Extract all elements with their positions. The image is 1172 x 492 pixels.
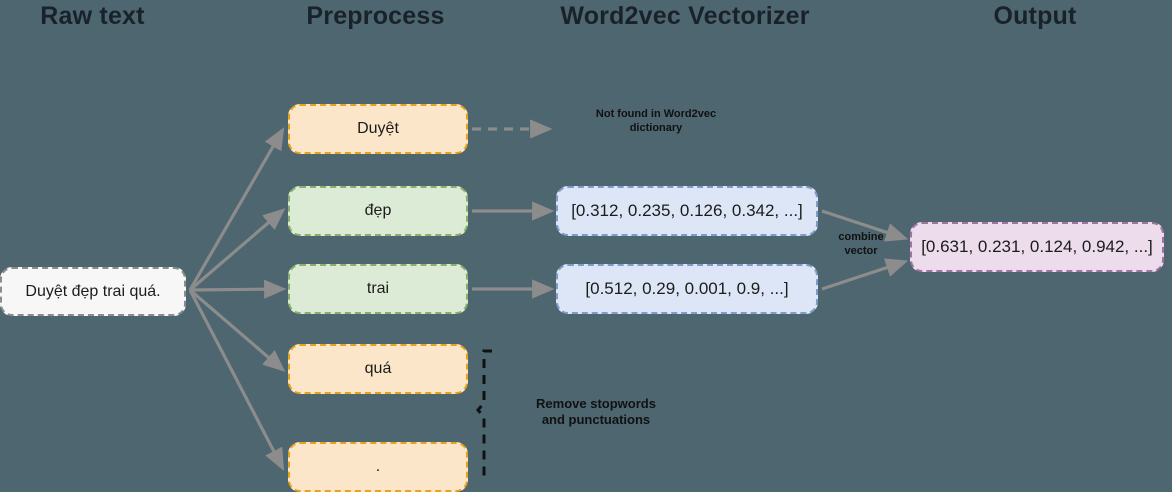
raw-text-node[interactable]: Duyệt đẹp trai quá. [0,267,186,316]
stopword-group-brace [476,349,492,476]
preprocess-token-trai[interactable]: trai [288,264,468,314]
annotation-combine-vector: combine vector [838,231,884,257]
output-vector-node[interactable]: [0.631, 0.231, 0.124, 0.942, ...] [910,222,1164,272]
arrow-vector2-to-output [821,258,909,291]
preprocess-token-duyet[interactable]: Duyệt [288,104,468,154]
annotation-not-found: Not found in Word2vec dictionary [595,108,717,134]
column-heading-raw-text: Raw text [40,2,145,30]
preprocess-token-dep[interactable]: đẹp [288,186,468,236]
arrow-raw-to-qua [188,288,286,372]
column-heading-preprocess: Preprocess [306,2,445,30]
annotation-remove-stopwords: Remove stopwords and punctuations [536,396,656,428]
vector-node-trai[interactable]: [0.512, 0.29, 0.001, 0.9, ...] [556,264,818,314]
column-heading-output: Output [993,2,1077,30]
arrow-raw-to-dep [188,208,286,292]
arrow-raw-to-trai [189,279,287,299]
preprocess-token-qua[interactable]: quá [288,344,468,394]
preprocess-token-punctuation[interactable]: . [288,442,468,492]
arrow-raw-to-dot [188,289,285,471]
arrow-raw-to-duyet [188,127,285,291]
column-heading-vectorizer: Word2vec Vectorizer [560,2,810,30]
vector-node-dep[interactable]: [0.312, 0.235, 0.126, 0.342, ...] [556,186,818,236]
